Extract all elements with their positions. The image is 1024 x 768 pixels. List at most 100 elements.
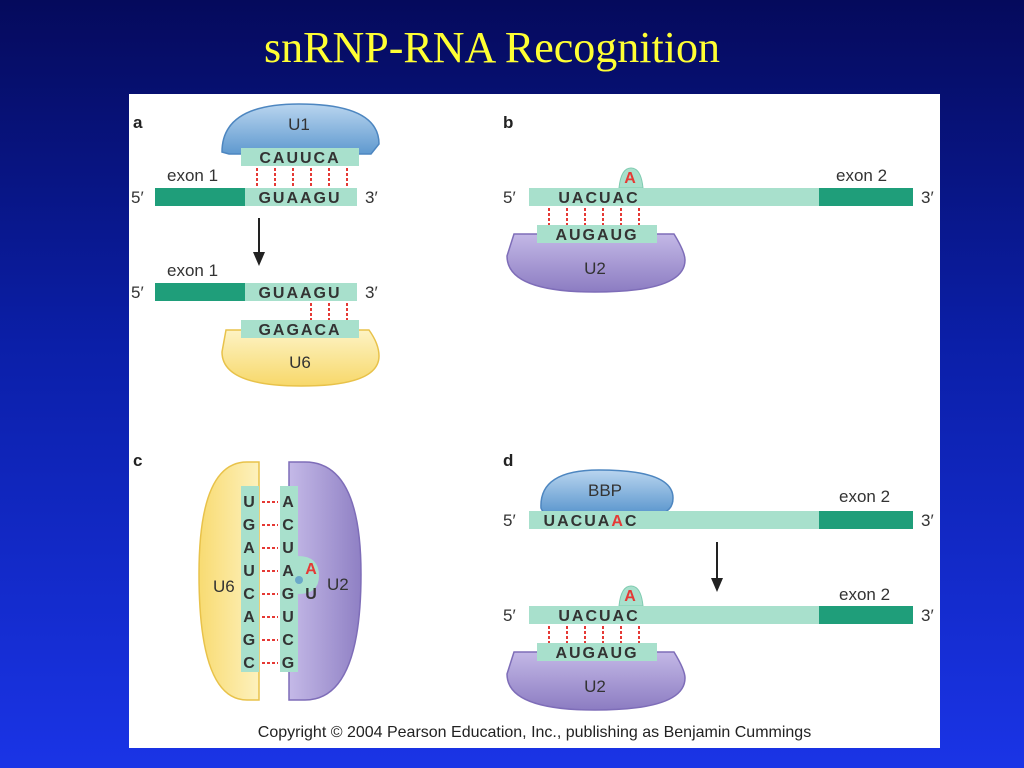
u6-u2-base-pairs bbox=[262, 501, 278, 664]
arrow-a-head bbox=[253, 252, 265, 266]
nt-c-l1: G bbox=[243, 517, 257, 534]
exon2-bar-d-top bbox=[819, 511, 913, 529]
nt-c-r5: U bbox=[282, 609, 296, 626]
u6-rna-strand bbox=[241, 320, 359, 338]
seq-d-pre: UACUA bbox=[544, 513, 612, 530]
mrna-seq-a-top: GUAAGU bbox=[258, 190, 341, 207]
slide-title: snRNP-RNA Recognition bbox=[264, 23, 720, 72]
bbp-protein bbox=[540, 469, 674, 513]
figure-panel: a U1 CAUUCA exon 1 5′ GUAAGU 3′ exon 1 5… bbox=[129, 94, 940, 748]
u6-strand-c bbox=[241, 486, 259, 672]
u2-snrnp-d bbox=[506, 651, 686, 711]
splicing-diagram: a U1 CAUUCA exon 1 5′ GUAAGU 3′ exon 1 5… bbox=[131, 103, 934, 711]
u2-sequence-b: AUGAUG bbox=[555, 227, 638, 244]
three-prime-d-top: 3′ bbox=[921, 511, 934, 530]
u2-label-d: U2 bbox=[584, 677, 606, 696]
panel-a: a U1 CAUUCA exon 1 5′ GUAAGU 3′ exon 1 5… bbox=[131, 103, 380, 387]
mrna-seq-b: UACUAC bbox=[558, 190, 639, 207]
bbp-label: BBP bbox=[588, 481, 622, 500]
nt-c-l5: A bbox=[243, 609, 257, 626]
five-prime-a-bottom: 5′ bbox=[131, 283, 144, 302]
exon2-bar-d-bottom bbox=[819, 606, 913, 624]
nt-c-l2: A bbox=[243, 540, 257, 557]
nt-c-l4: C bbox=[243, 586, 257, 603]
nt-c-l3: U bbox=[243, 563, 257, 580]
bulge-b bbox=[618, 167, 644, 189]
bulge-c bbox=[298, 556, 319, 594]
exon1-label-bottom: exon 1 bbox=[167, 261, 218, 280]
intron-bar-d-bottom bbox=[529, 606, 819, 624]
bulge-a-d: A bbox=[624, 588, 638, 605]
five-prime-d-bottom: 5′ bbox=[503, 606, 516, 625]
panel-c-letter: c bbox=[133, 451, 142, 470]
branch-point-dot bbox=[295, 576, 303, 584]
three-prime-a-top: 3′ bbox=[365, 188, 378, 207]
u1-rna-strand bbox=[241, 148, 359, 166]
u2-label-b: U2 bbox=[584, 259, 606, 278]
u6-seq-c: U G A U C A G C bbox=[243, 494, 257, 672]
panel-d-letter: d bbox=[503, 451, 513, 470]
three-prime-b: 3′ bbox=[921, 188, 934, 207]
bulge-a-b: A bbox=[624, 170, 638, 187]
nt-c-r2: U bbox=[282, 540, 296, 557]
bulge-d bbox=[618, 585, 644, 607]
u6-label-a: U6 bbox=[289, 353, 311, 372]
panel-c: c U6 U2 U G A U C A G C A C U A A G bbox=[133, 451, 362, 701]
u1-snrnp bbox=[221, 103, 380, 155]
nt-c-side-u: U bbox=[305, 586, 319, 603]
u6-label-c: U6 bbox=[213, 577, 235, 596]
exon1-label-top: exon 1 bbox=[167, 166, 218, 185]
nt-c-r3: A bbox=[282, 563, 296, 580]
exon2-bar-b bbox=[819, 188, 913, 206]
panel-a-letter: a bbox=[133, 113, 143, 132]
mrna-seq-a-bottom: GUAAGU bbox=[258, 285, 341, 302]
exon2-label-d-bottom: exon 2 bbox=[839, 585, 890, 604]
u2-label-c: U2 bbox=[327, 575, 349, 594]
u1-base-pairs bbox=[256, 168, 348, 186]
three-prime-a-bottom: 3′ bbox=[365, 283, 378, 302]
seq-d-post: C bbox=[625, 513, 639, 530]
u2-rna-strand-b bbox=[537, 225, 657, 243]
nt-c-l6: G bbox=[243, 632, 257, 649]
mrna-seq-d-top: UACUAAC bbox=[544, 513, 639, 530]
arrow-d-head bbox=[711, 578, 723, 592]
nt-c-l0: U bbox=[243, 494, 257, 511]
u2-seq-c: A C U A A G U U C G bbox=[282, 494, 319, 672]
exon1-bar-top bbox=[155, 188, 245, 206]
exon1-bar-bottom bbox=[155, 283, 245, 301]
nt-c-l7: C bbox=[243, 655, 257, 672]
u6-sequence: GAGACA bbox=[258, 322, 341, 339]
copyright-notice: Copyright © 2004 Pearson Education, Inc.… bbox=[257, 724, 812, 741]
u1-sequence: CAUUCA bbox=[259, 150, 340, 167]
u1-label: U1 bbox=[288, 115, 310, 134]
intron-bar-b bbox=[529, 188, 819, 206]
u2-base-pairs-d bbox=[548, 626, 640, 643]
u2-sequence-d: AUGAUG bbox=[555, 645, 638, 662]
nt-c-r0: A bbox=[282, 494, 296, 511]
mrna-seq-d-bottom: UACUAC bbox=[558, 608, 639, 625]
exon2-label-b-text: exon 2 bbox=[836, 166, 887, 185]
nt-c-r4: G bbox=[282, 586, 296, 603]
five-prime-a-top: 5′ bbox=[131, 188, 144, 207]
nt-c-r6: C bbox=[282, 632, 296, 649]
nt-c-r1: C bbox=[282, 517, 296, 534]
u2-rna-strand-d bbox=[537, 643, 657, 661]
intron-bar-d-top bbox=[529, 511, 819, 529]
u6-snrnp-a bbox=[221, 329, 380, 387]
u2-strand-c bbox=[280, 486, 298, 672]
intron-bar-a-top bbox=[245, 188, 357, 206]
nt-c-r7: G bbox=[282, 655, 296, 672]
panel-d: d BBP exon 2 5′ UACUAAC 3′ exon 2 5′ A U… bbox=[503, 451, 934, 711]
u2-snrnp-b bbox=[506, 233, 686, 293]
three-prime-d-bottom: 3′ bbox=[921, 606, 934, 625]
intron-bar-a-bottom bbox=[245, 283, 357, 301]
five-prime-b: 5′ bbox=[503, 188, 516, 207]
five-prime-d-top: 5′ bbox=[503, 511, 516, 530]
u2-base-pairs-b bbox=[548, 208, 640, 225]
exon2-label-d-top: exon 2 bbox=[839, 487, 890, 506]
panel-b: b exon 2 5′ A UACUAC 3′ AUGAUG U2 bbox=[503, 113, 934, 293]
panel-b-letter: b bbox=[503, 113, 513, 132]
u2-snrnp-c bbox=[288, 461, 362, 701]
seq-d-red-a: A bbox=[611, 513, 625, 530]
bulge-a-c: A bbox=[305, 561, 319, 578]
